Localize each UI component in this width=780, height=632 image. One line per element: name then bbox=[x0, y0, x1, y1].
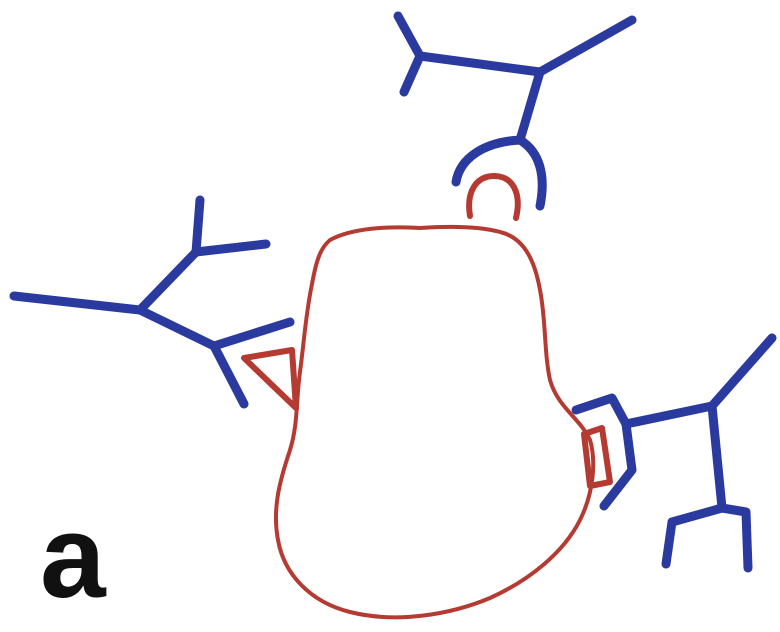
receptor-top bbox=[469, 176, 518, 218]
cell-body bbox=[276, 227, 593, 617]
antibody-left bbox=[14, 200, 290, 404]
antibody-top bbox=[398, 16, 632, 206]
receptor-left bbox=[244, 350, 296, 408]
panel-label: a bbox=[40, 498, 106, 616]
